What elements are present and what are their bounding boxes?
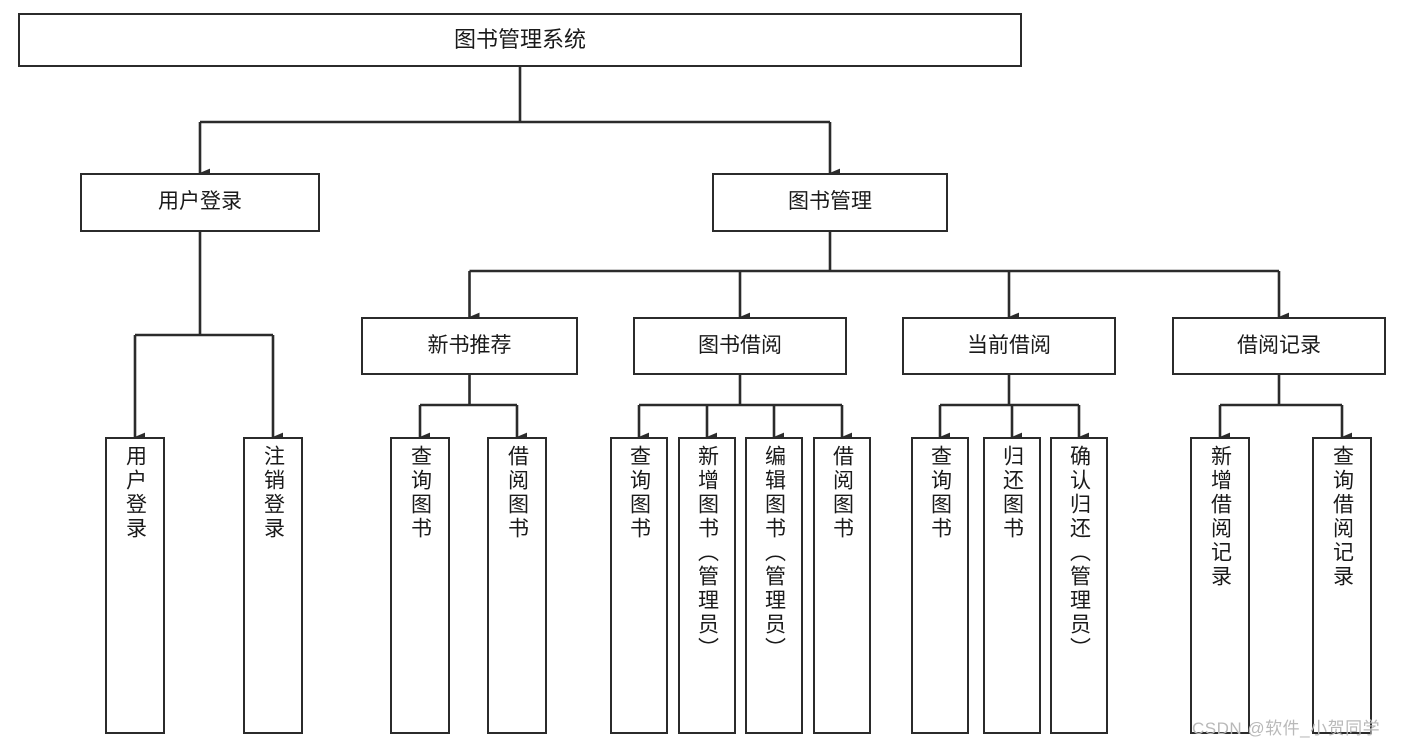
node-r1[interactable]: 新增借阅记录 <box>1190 437 1250 734</box>
node-label-login: 用户登录 <box>158 190 242 214</box>
node-c1[interactable]: 查询图书 <box>911 437 969 734</box>
node-label-l2: 注销登录 <box>261 445 285 541</box>
node-c3[interactable]: 确认归还（管理员） <box>1050 437 1108 734</box>
node-label-n2: 借阅图书 <box>505 445 529 541</box>
node-login[interactable]: 用户登录 <box>80 173 320 232</box>
node-r2[interactable]: 查询借阅记录 <box>1312 437 1372 734</box>
node-label-b1: 查询图书 <box>627 445 651 541</box>
node-b2[interactable]: 新增图书（管理员） <box>678 437 736 734</box>
node-newbook[interactable]: 新书推荐 <box>361 317 578 375</box>
node-n2[interactable]: 借阅图书 <box>487 437 547 734</box>
node-label-n1: 查询图书 <box>408 445 432 541</box>
node-c2[interactable]: 归还图书 <box>983 437 1041 734</box>
node-records[interactable]: 借阅记录 <box>1172 317 1386 375</box>
node-l2[interactable]: 注销登录 <box>243 437 303 734</box>
node-label-b2: 新增图书（管理员） <box>695 445 719 661</box>
node-label-root: 图书管理系统 <box>453 27 586 53</box>
node-l1[interactable]: 用户登录 <box>105 437 165 734</box>
node-label-c2: 归还图书 <box>1000 445 1024 541</box>
node-label-newbook: 新书推荐 <box>427 333 512 357</box>
node-b4[interactable]: 借阅图书 <box>813 437 871 734</box>
node-label-c1: 查询图书 <box>928 445 952 541</box>
node-current[interactable]: 当前借阅 <box>902 317 1116 375</box>
node-label-r1: 新增借阅记录 <box>1208 445 1232 589</box>
node-label-borrow: 图书借阅 <box>698 333 782 357</box>
node-label-records: 借阅记录 <box>1237 333 1321 357</box>
node-borrow[interactable]: 图书借阅 <box>633 317 847 375</box>
node-b1[interactable]: 查询图书 <box>610 437 668 734</box>
node-root[interactable]: 图书管理系统 <box>18 13 1022 67</box>
node-label-b4: 借阅图书 <box>830 445 854 541</box>
node-label-r2: 查询借阅记录 <box>1330 445 1354 589</box>
node-label-bookmgmt: 图书管理 <box>788 190 872 214</box>
node-label-current: 当前借阅 <box>967 333 1051 357</box>
node-b3[interactable]: 编辑图书（管理员） <box>745 437 803 734</box>
node-label-c3: 确认归还（管理员） <box>1067 445 1091 661</box>
node-n1[interactable]: 查询图书 <box>390 437 450 734</box>
node-bookmgmt[interactable]: 图书管理 <box>712 173 948 232</box>
node-label-l1: 用户登录 <box>123 445 147 541</box>
node-label-b3: 编辑图书（管理员） <box>762 445 786 661</box>
